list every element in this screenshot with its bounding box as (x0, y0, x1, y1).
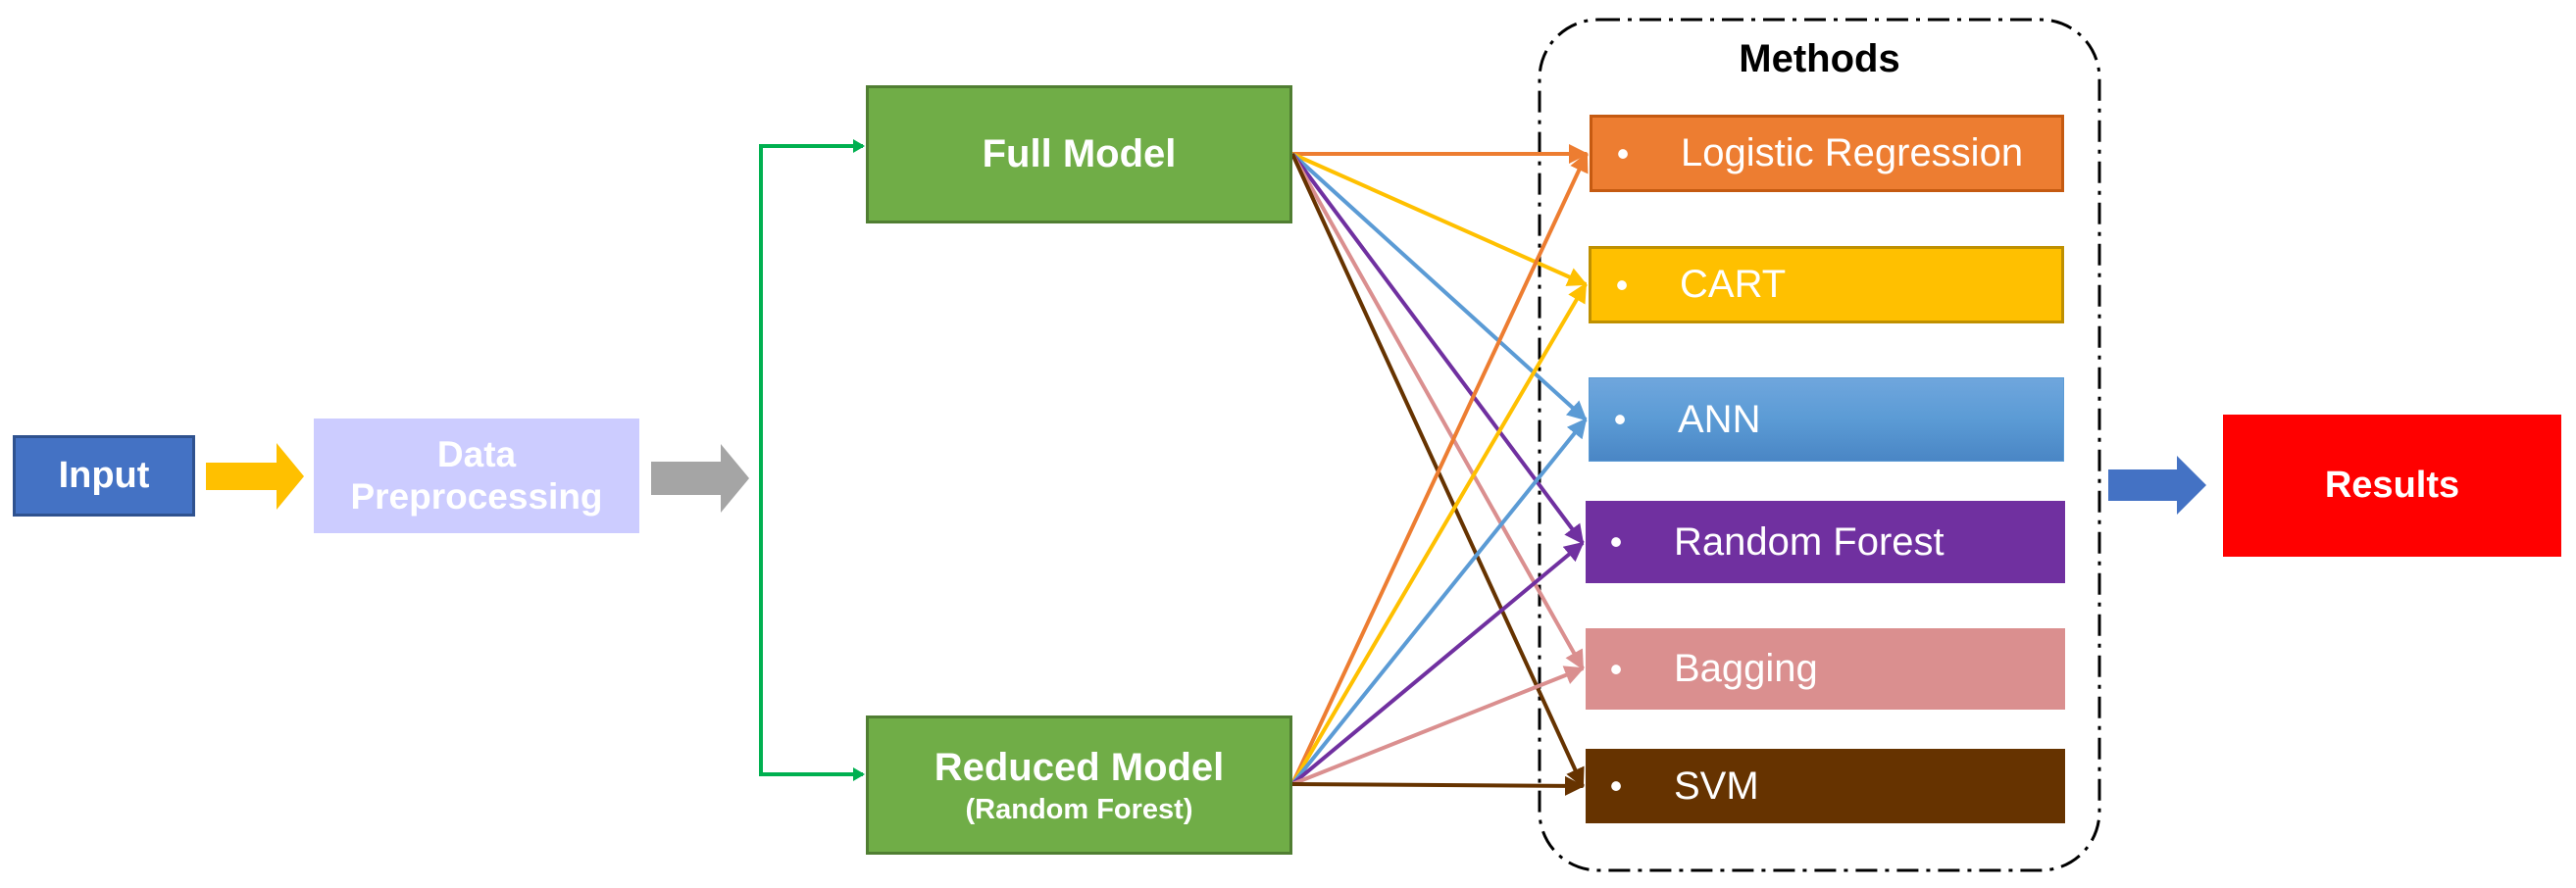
method-label: Bagging (1674, 647, 1818, 690)
bullet-icon: • (1609, 765, 1623, 806)
method-logistic-regression: • Logistic Regression (1590, 115, 2064, 192)
reduced-model-label: Reduced Model (934, 745, 1225, 789)
input-label: Input (58, 455, 150, 496)
arrow-full-model-to-ann (1290, 152, 1588, 421)
arrow-preprocessing-to-models (651, 444, 749, 513)
method-cart: • CART (1589, 246, 2064, 323)
split-connector (759, 144, 863, 776)
reduced-model-sublabel: (Random Forest) (965, 793, 1193, 825)
preprocessing-label-line1: Data (436, 433, 517, 474)
arrow-reduced-model-to-ann (1290, 418, 1588, 786)
arrow-full-model-to-cart (1291, 152, 1588, 286)
method-label: SVM (1674, 764, 1759, 808)
arrow-methods-to-results (2108, 456, 2206, 515)
arrowhead-full-model (853, 139, 865, 153)
results-box: Results (2223, 415, 2561, 557)
bullet-icon: • (1613, 399, 1627, 439)
method-ann: • ANN (1589, 377, 2064, 462)
method-bagging: • Bagging (1586, 628, 2065, 710)
arrowhead-reduced-model (853, 767, 865, 781)
arrow-input-to-preprocessing (206, 443, 304, 510)
bullet-icon: • (1609, 521, 1623, 562)
bullet-icon: • (1616, 132, 1630, 173)
method-label: ANN (1678, 397, 1761, 441)
full-model-label: Full Model (982, 132, 1177, 175)
bullet-icon: • (1609, 648, 1623, 689)
arrow-reduced-model-to-svm (1291, 775, 1585, 796)
preprocessing-label-line2: Preprocessing (350, 475, 603, 517)
method-label: Logistic Regression (1681, 131, 2024, 174)
methods-title: Methods (1739, 37, 1900, 80)
full-model-box: Full Model (866, 85, 1292, 223)
arrow-reduced-model-to-bagging (1291, 666, 1585, 786)
methods-container (1538, 18, 2101, 872)
input-box: Input (13, 435, 195, 517)
method-random-forest: • Random Forest (1586, 501, 2065, 583)
results-label: Results (2324, 465, 2460, 506)
method-label: CART (1680, 263, 1787, 306)
method-svm: • SVM (1586, 749, 2065, 823)
preprocessing-box: Data Preprocessing (314, 419, 639, 533)
arrow-full-model-to-random-forest (1290, 152, 1585, 545)
arrow-reduced-model-to-logistic-regression (1290, 152, 1589, 785)
reduced-model-box: Reduced Model (Random Forest) (866, 715, 1292, 855)
arrow-reduced-model-to-cart (1290, 282, 1588, 786)
method-label: Random Forest (1674, 519, 1945, 564)
arrow-reduced-model-to-random-forest (1290, 541, 1585, 786)
bullet-icon: • (1615, 264, 1629, 305)
